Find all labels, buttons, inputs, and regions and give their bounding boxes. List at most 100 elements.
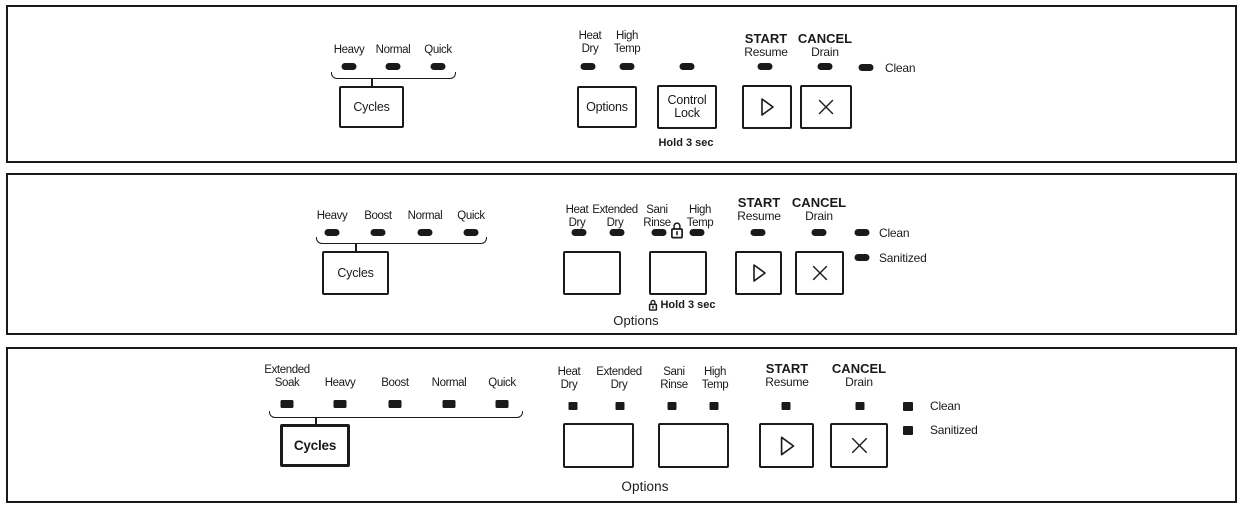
cancel-subtitle: Drain (845, 374, 873, 389)
cycles-button[interactable]: Cycles (280, 424, 350, 467)
start-subtitle: Resume (765, 374, 809, 389)
cycle-quick-label: Quick (488, 377, 516, 389)
x-icon (818, 99, 834, 115)
quick-led (463, 229, 479, 236)
extended-dry-label: Extended Dry (596, 366, 642, 391)
cycles-bracket (269, 411, 523, 418)
heat-dry-label: Heat Dry (557, 366, 581, 391)
cancel-drain-label: CANCEL Drain (791, 195, 847, 223)
extended-soak-led (280, 400, 294, 408)
cancel-led (855, 402, 865, 410)
start-title: START (744, 31, 788, 46)
options-button-1[interactable] (563, 251, 621, 295)
start-resume-label: START Resume (737, 195, 781, 223)
quick-led (430, 63, 446, 70)
start-led (757, 63, 773, 70)
cancel-title: CANCEL (791, 195, 847, 210)
cycles-button[interactable]: Cycles (322, 251, 389, 295)
cycle-heavy-label: Heavy (333, 44, 365, 56)
cancel-title: CANCEL (831, 361, 887, 376)
heavy-led (333, 400, 347, 408)
control-panel-2: Heavy Boost Normal Quick Cycles Heat Dry… (6, 173, 1237, 335)
cancel-button[interactable] (830, 423, 888, 468)
sani-rinse-led (667, 402, 677, 410)
control-lock-hold-note: Hold 3 sec (658, 137, 713, 149)
heavy-led (341, 63, 357, 70)
start-button[interactable] (759, 423, 814, 468)
play-icon (761, 98, 774, 116)
heat-dry-led (580, 63, 596, 70)
cancel-button[interactable] (795, 251, 844, 295)
heat-dry-led (571, 229, 587, 236)
sanitized-status-label: Sanitized (930, 423, 978, 437)
high-temp-label: High Temp (701, 366, 729, 391)
cycles-button[interactable]: Cycles (339, 86, 404, 128)
cycle-boost-label: Boost (364, 210, 392, 222)
clean-led (903, 402, 913, 411)
start-button[interactable] (742, 85, 792, 129)
cycle-normal-label: Normal (375, 44, 411, 56)
high-temp-led (709, 402, 719, 410)
boost-led (388, 400, 402, 408)
heavy-led (324, 229, 340, 236)
sani-rinse-led (651, 229, 667, 236)
control-panel-1: Heavy Normal Quick Cycles Heat Dry High … (6, 5, 1237, 163)
cancel-drain-label: CANCEL Drain (797, 31, 853, 59)
control-panel-3: Extended Soak Heavy Boost Normal Quick C… (6, 347, 1237, 503)
clean-led (858, 64, 874, 71)
heat-dry-label: Heat Dry (565, 204, 589, 229)
cycles-bracket-tick (371, 79, 373, 86)
cycle-heavy-label: Heavy (324, 377, 356, 389)
play-icon (780, 436, 794, 455)
quick-led (495, 400, 509, 408)
high-temp-label: High Temp (686, 204, 714, 229)
padlock-icon (671, 221, 684, 239)
options-group-label: Options (613, 313, 659, 328)
hold-note-text: Hold 3 sec (658, 137, 714, 149)
cycle-heavy-label: Heavy (316, 210, 348, 222)
high-temp-led (619, 63, 635, 70)
cancel-led (811, 229, 827, 236)
play-icon (752, 264, 766, 282)
cycle-normal-label: Normal (431, 377, 467, 389)
options-button-1[interactable] (563, 423, 634, 468)
cycles-bracket-tick (315, 418, 317, 424)
options-button-2[interactable] (658, 423, 729, 468)
sanitized-led (903, 426, 913, 435)
cycle-extended-soak-label: Extended Soak (264, 364, 310, 389)
clean-status-label: Clean (930, 399, 961, 413)
start-led (750, 229, 766, 236)
control-lock-button[interactable]: Control Lock (657, 85, 717, 129)
high-temp-led (689, 229, 705, 236)
cycle-quick-label: Quick (457, 210, 485, 222)
sani-rinse-label: Sani Rinse (660, 366, 688, 391)
options-button[interactable]: Options (577, 86, 637, 128)
cancel-subtitle: Drain (805, 208, 833, 223)
options-group-label: Options (621, 479, 669, 494)
start-resume-label: START Resume (744, 31, 788, 59)
start-resume-label: START Resume (765, 362, 809, 389)
cycle-normal-label: Normal (407, 210, 443, 222)
normal-led (417, 229, 433, 236)
cycle-quick-label: Quick (424, 44, 452, 56)
normal-led (442, 400, 456, 408)
extended-dry-led (609, 229, 625, 236)
high-temp-label: High Temp (613, 30, 641, 55)
heat-dry-label: Heat Dry (578, 30, 602, 55)
start-button[interactable] (735, 251, 782, 295)
x-icon (812, 265, 827, 281)
cancel-subtitle: Drain (811, 44, 839, 59)
clean-led (854, 229, 870, 236)
cancel-drain-label: CANCEL Drain (831, 361, 887, 389)
hold-note-text: Hold 3 sec (660, 299, 716, 311)
extended-dry-label: Extended Dry (592, 204, 638, 229)
cancel-button[interactable] (800, 85, 852, 129)
options-button-2[interactable] (649, 251, 707, 295)
start-title: START (737, 195, 781, 210)
heat-dry-led (568, 402, 578, 410)
start-subtitle: Resume (737, 208, 781, 223)
clean-status-label: Clean (885, 61, 916, 75)
cancel-title: CANCEL (797, 31, 853, 46)
start-subtitle: Resume (744, 44, 788, 59)
normal-led (385, 63, 401, 70)
